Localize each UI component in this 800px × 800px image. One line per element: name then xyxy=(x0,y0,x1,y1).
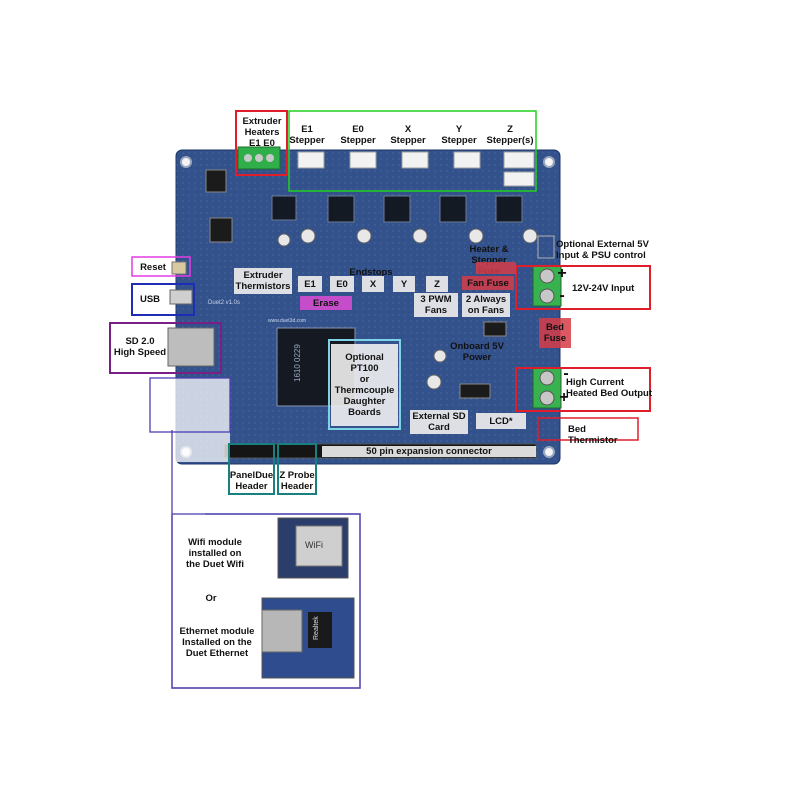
usb-port-icon xyxy=(169,289,193,305)
chip-code-text: 1610 0229 xyxy=(293,344,302,382)
lcd-label: LCD* xyxy=(476,413,526,429)
daughter-box xyxy=(328,339,401,430)
usb-box xyxy=(131,283,195,316)
heater-fuse-marker xyxy=(476,262,516,274)
plus-top-sign: + xyxy=(557,265,567,282)
e0-stepper-label: E0 Stepper xyxy=(340,124,376,146)
capacitors xyxy=(277,228,538,390)
paneldue-label: PanelDue Header xyxy=(229,470,274,492)
paneldue-box xyxy=(228,443,275,495)
onboard-5v-label: Onboard 5V Power xyxy=(450,341,504,363)
driver-chip-icon xyxy=(271,195,523,223)
external-sd-label: External SD Card xyxy=(410,410,468,434)
power-components xyxy=(205,169,507,399)
bed-output-box xyxy=(515,367,651,412)
minus-top-sign: - xyxy=(559,287,565,304)
sd-label: SD 2.0 High Speed xyxy=(113,336,167,358)
board-url: www.duet3d.com xyxy=(268,318,306,324)
sd-box xyxy=(109,322,222,374)
wifi-chip-text: WiFi xyxy=(305,540,323,550)
endstop-y-label: Y xyxy=(393,276,415,292)
zprobe-box xyxy=(277,443,317,495)
bed-thermistor-label: Bed Thermistor xyxy=(568,424,618,446)
bed-fuse-label: Bed Fuse xyxy=(539,318,571,348)
bed-thermistor-box xyxy=(537,417,639,441)
board-part-number: Duet2 v1.0s xyxy=(208,300,240,306)
stepper-connector-icon xyxy=(297,151,535,187)
reset-label: Reset xyxy=(140,262,166,273)
endstop-z-label: Z xyxy=(426,276,448,292)
zprobe-label: Z Probe Header xyxy=(279,470,315,492)
extruder-thermistors-label: Extruder Thermistors xyxy=(234,268,292,294)
extruder-heaters-label: Extruder Heaters E1 E0 xyxy=(242,116,282,149)
terminal-block-icon xyxy=(237,146,281,170)
y-stepper-label: Y Stepper xyxy=(441,124,477,146)
ethernet-module-label: Ethernet module Installed on the Duet Et… xyxy=(179,626,255,659)
usb-label: USB xyxy=(139,294,161,305)
endstop-x-label: X xyxy=(362,276,384,292)
ethernet-chip-text: Realtek xyxy=(313,616,320,640)
input-12-24-label: 12V-24V Input xyxy=(572,283,635,294)
fan-fuse-label: Fan Fuse xyxy=(462,276,514,290)
sd-slot-icon xyxy=(167,327,215,367)
power-input-terminal xyxy=(532,265,562,307)
ethernet-jack-icon: Realtek xyxy=(261,597,355,679)
steppers-box xyxy=(288,110,537,192)
daughter-boards-label: Optional PT100 or Thermcouple Daughter B… xyxy=(331,344,398,426)
pwm-fans-label: 3 PWM Fans xyxy=(414,293,458,317)
power-input-box xyxy=(515,265,651,310)
extruder-heaters-box xyxy=(235,110,288,176)
bed-output-terminal xyxy=(532,367,562,409)
always-on-fans-label: 2 Always on Fans xyxy=(462,293,510,317)
e1-stepper-label: E1 Stepper xyxy=(289,124,325,146)
reset-box xyxy=(131,256,191,277)
wifi-module-label: Wifi module installed on the Duet Wifi xyxy=(186,537,244,570)
endstops-label: Endstops xyxy=(349,266,393,278)
onboard-module-area xyxy=(150,378,230,462)
endstop-e0-label: E0 xyxy=(330,276,354,292)
high-current-bed-label: High Current Heated Bed Output xyxy=(566,377,653,399)
endstop-e1-label: E1 xyxy=(298,276,322,292)
or-label: Or xyxy=(205,593,217,604)
z-stepper-label: Z Stepper(s) xyxy=(486,124,534,146)
ext-5v-connector xyxy=(537,235,555,259)
wifi-area-box xyxy=(149,377,231,433)
expansion-label: 50 pin expansion connector xyxy=(322,446,536,457)
module-panel-box xyxy=(171,513,361,689)
reset-button-icon xyxy=(171,261,187,275)
erase-label: Erase xyxy=(300,296,352,310)
x-stepper-label: X Stepper xyxy=(390,124,426,146)
wifi-module-icon: WiFi xyxy=(277,517,349,579)
optional-5v-label: Optional External 5V Input & PSU control xyxy=(556,239,649,261)
minus-bottom-sign: - xyxy=(563,365,569,382)
plus-bottom-sign: + xyxy=(559,389,569,406)
